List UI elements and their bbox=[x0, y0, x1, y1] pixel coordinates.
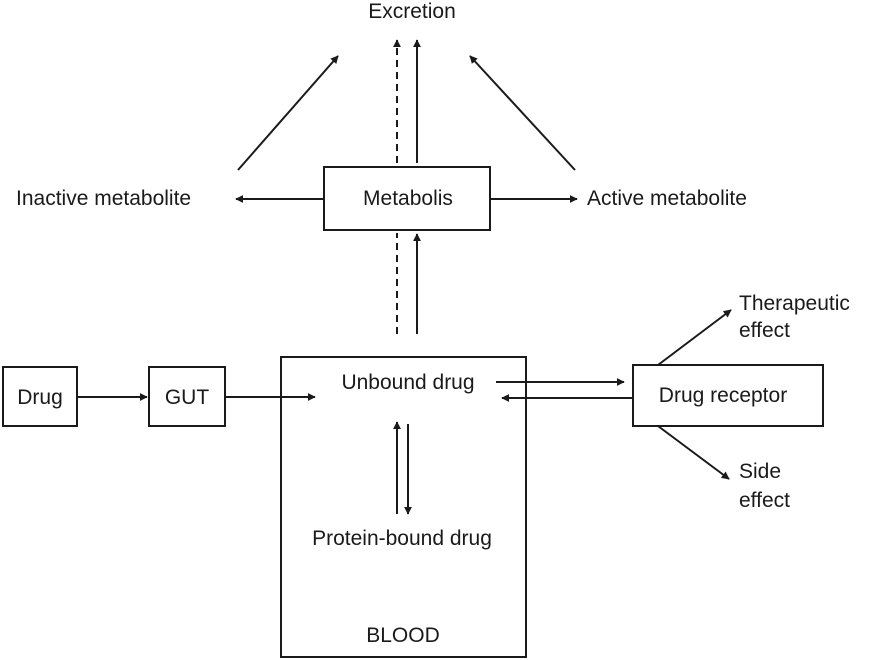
unbound-drug-label: Unbound drug bbox=[341, 371, 474, 394]
metabolis-box bbox=[323, 166, 491, 231]
side-effect-label-line2: effect bbox=[739, 489, 790, 512]
drug-box bbox=[2, 366, 78, 427]
drug-label: Drug bbox=[17, 386, 63, 409]
side-effect-label-line1: Side bbox=[739, 460, 781, 483]
blood-box bbox=[280, 356, 527, 658]
blood-label: BLOOD bbox=[366, 624, 440, 647]
protein-bound-drug-label: Protein-bound drug bbox=[312, 527, 492, 550]
arrow-inactive-to-excretion bbox=[237, 55, 339, 171]
gut-box bbox=[148, 366, 226, 427]
drug-receptor-label: Drug receptor bbox=[659, 384, 787, 407]
therapeutic-effect-label-line2: effect bbox=[739, 319, 790, 342]
arrow-to-side-effect bbox=[657, 425, 730, 480]
gut-label: GUT bbox=[165, 386, 210, 409]
excretion-label: Excretion bbox=[368, 0, 456, 23]
active-metabolite-label: Active metabolite bbox=[587, 187, 747, 210]
drug-receptor-box bbox=[632, 364, 824, 427]
arrow-to-therapeutic-effect bbox=[657, 309, 732, 366]
inactive-metabolite-label: Inactive metabolite bbox=[16, 187, 191, 210]
therapeutic-effect-label-line1: Therapeutic bbox=[739, 292, 850, 315]
metabolis-label: Metabolis bbox=[363, 187, 453, 210]
arrow-active-to-excretion bbox=[469, 55, 576, 171]
